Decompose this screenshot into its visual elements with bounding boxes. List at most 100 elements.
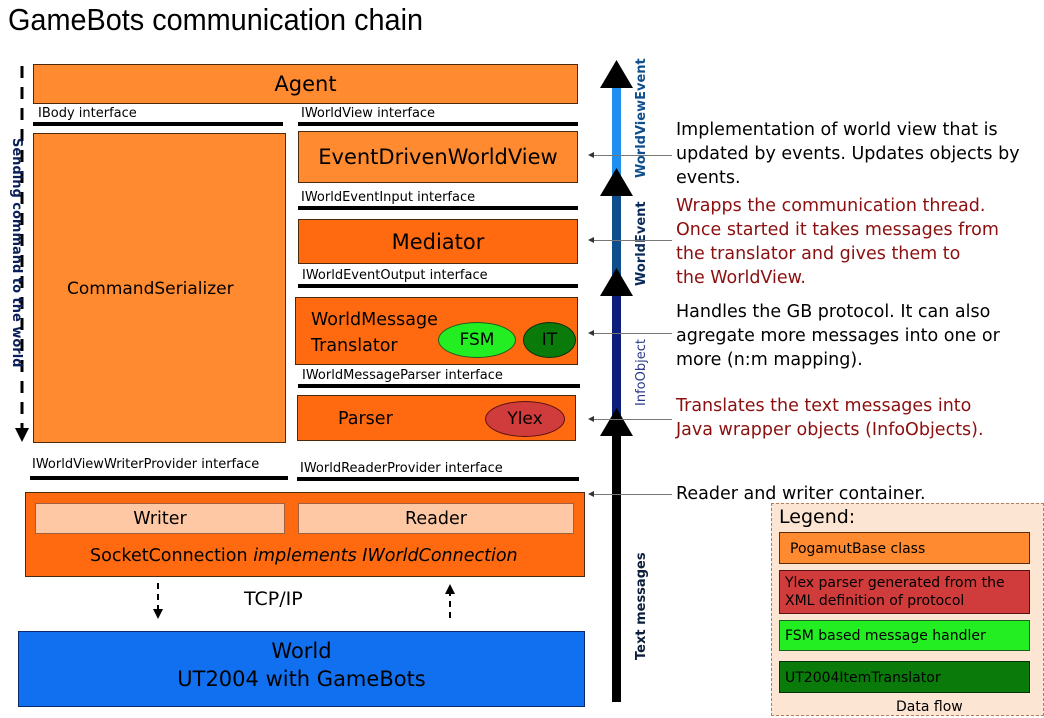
socket-connection-implements: implements IWorldConnection: [253, 546, 518, 566]
note-mediator: Wrapps the communication thread. Once st…: [676, 194, 999, 290]
iworldeventoutput-interface-bar: [298, 284, 578, 288]
legend-title: Legend:: [779, 506, 856, 528]
note-translator: Handles the GB protocol. It can also agr…: [676, 300, 1000, 372]
legend-item-it: UT2004ItemTranslator: [779, 661, 1030, 693]
event-driven-world-view-box: EventDrivenWorldView: [298, 131, 578, 183]
flow-arrowhead-top: [600, 60, 633, 88]
note-world-view-line2: updated by events. Updates objects by: [676, 144, 1020, 164]
note-translator-line3: more (n:m mapping).: [676, 350, 863, 370]
note-parser: Translates the text messages into Java w…: [676, 394, 984, 442]
note-parser-line2: Java wrapper objects (InfoObjects).: [676, 420, 984, 440]
world-view-event-label: WorldViewEvent: [634, 58, 649, 178]
info-object-shaft: [612, 288, 621, 418]
agent-box: Agent: [33, 64, 578, 104]
legend-box: Legend: PogamutBase class Ylex parser ge…: [771, 503, 1044, 716]
ylex-label: Ylex: [507, 409, 543, 429]
tcp-up-arrowhead: [445, 584, 455, 594]
note-world-view: Implementation of world view that is upd…: [676, 118, 1020, 190]
leader-world-view: [594, 155, 672, 156]
command-serializer-label: CommandSerializer: [67, 279, 234, 299]
reader-box: Reader: [298, 503, 574, 534]
parser-label: Parser: [338, 409, 393, 429]
flow-arrowhead-2: [600, 168, 633, 196]
legend-item-pogamut-label: PogamutBase class: [790, 541, 926, 557]
note-world-view-line1: Implementation of world view that is: [676, 120, 998, 140]
iworldviewwriterprovider-interface-bar: [30, 476, 288, 480]
iworldeventoutput-interface-label: IWorldEventOutput interface: [302, 268, 488, 283]
world-event-shaft: [612, 190, 621, 286]
leader-parser-tip: [588, 416, 594, 422]
diagram-title: GameBots communication chain: [8, 2, 424, 37]
it-ellipse: IT: [523, 322, 576, 358]
note-connection-line1: Reader and writer container.: [676, 484, 926, 504]
fsm-label: FSM: [459, 330, 495, 350]
it-label: IT: [541, 330, 558, 350]
note-mediator-line2: Once started it takes messages from: [676, 220, 999, 240]
legend-item-fsm: FSM based message handler: [779, 620, 1030, 651]
ylex-ellipse: Ylex: [485, 401, 565, 437]
flow-arrowhead-4: [600, 408, 633, 436]
iworldviewwriterprovider-interface-label: IWorldViewWriterProvider interface: [32, 457, 260, 472]
leader-mediator: [594, 240, 672, 241]
note-mediator-line1: Wrapps the communication thread.: [676, 196, 986, 216]
legend-item-pogamut: PogamutBase class: [779, 532, 1030, 564]
leader-connection-tip: [588, 491, 594, 497]
world-message-translator-box: WorldMessage Translator FSM IT: [295, 297, 578, 365]
world-event-label: WorldEvent: [634, 201, 649, 286]
sending-command-label: Sending command to the world: [9, 138, 24, 368]
mediator-box: Mediator: [298, 219, 578, 264]
text-messages-label: Text messages: [634, 552, 649, 660]
legend-item-it-label: UT2004ItemTranslator: [785, 670, 941, 686]
iworldeventinput-interface-bar: [298, 206, 578, 210]
note-translator-line1: Handles the GB protocol. It can also: [676, 302, 991, 322]
left-arrowhead: [15, 428, 29, 442]
leader-connection: [594, 494, 672, 495]
iworldreaderprovider-interface-bar: [297, 477, 579, 481]
text-messages-shaft: [612, 430, 621, 702]
iworldeventinput-interface-label: IWorldEventInput interface: [301, 190, 476, 205]
note-translator-line2: agregate more messages into one or: [676, 326, 1000, 346]
iworldview-interface-label: IWorldView interface: [301, 106, 436, 121]
legend-item-ylex: Ylex parser generated from the XML defin…: [779, 570, 1030, 614]
mediator-label: Mediator: [391, 229, 485, 254]
translator-label-line1: WorldMessage: [311, 310, 438, 330]
parser-box: Parser Ylex: [297, 395, 576, 441]
iworldmessageparser-interface-label: IWorldMessageParser interface: [302, 368, 503, 383]
legend-item-fsm-label: FSM based message handler: [785, 628, 986, 644]
note-connection: Reader and writer container.: [676, 482, 926, 506]
note-world-view-line3: events.: [676, 168, 741, 188]
note-mediator-line3: the translator and gives them to: [676, 244, 961, 264]
flow-arrowhead-3: [600, 268, 633, 296]
ibody-interface-bar: [33, 122, 283, 126]
reader-label: Reader: [405, 508, 467, 529]
ibody-interface-label: IBody interface: [38, 106, 137, 121]
note-parser-line1: Translates the text messages into: [676, 396, 972, 416]
info-object-label: InfoObject: [634, 339, 649, 406]
command-serializer-box: CommandSerializer: [33, 133, 286, 443]
writer-label: Writer: [133, 508, 187, 529]
tcp-ip-label: TCP/IP: [244, 588, 303, 610]
leader-parser: [594, 419, 672, 420]
writer-box: Writer: [35, 503, 285, 534]
leader-translator: [594, 333, 672, 334]
world-title: World: [271, 639, 332, 663]
iworldview-interface-bar: [298, 122, 578, 126]
event-driven-world-view-label: EventDrivenWorldView: [318, 145, 558, 169]
world-subtitle: UT2004 with GameBots: [177, 667, 426, 691]
socket-connection-box: Writer Reader SocketConnection implement…: [25, 492, 585, 577]
socket-connection-label: SocketConnection implements IWorldConnec…: [90, 546, 518, 566]
legend-item-ylex-label: Ylex parser generated from the XML defin…: [785, 575, 1005, 609]
iworldmessageparser-interface-bar: [298, 384, 580, 388]
world-view-event-shaft: [612, 84, 621, 188]
agent-label: Agent: [274, 72, 337, 96]
socket-connection-name: SocketConnection: [90, 546, 248, 566]
tcp-down-arrowhead: [153, 609, 163, 619]
leader-world-view-tip: [588, 152, 594, 158]
note-mediator-line4: the WorldView.: [676, 268, 806, 288]
world-box: World UT2004 with GameBots: [18, 631, 585, 707]
legend-data-flow-label: Data flow: [896, 699, 963, 715]
leader-mediator-tip: [588, 237, 594, 243]
fsm-ellipse: FSM: [438, 322, 516, 358]
translator-label-line2: Translator: [311, 336, 398, 356]
leader-translator-tip: [588, 330, 594, 336]
